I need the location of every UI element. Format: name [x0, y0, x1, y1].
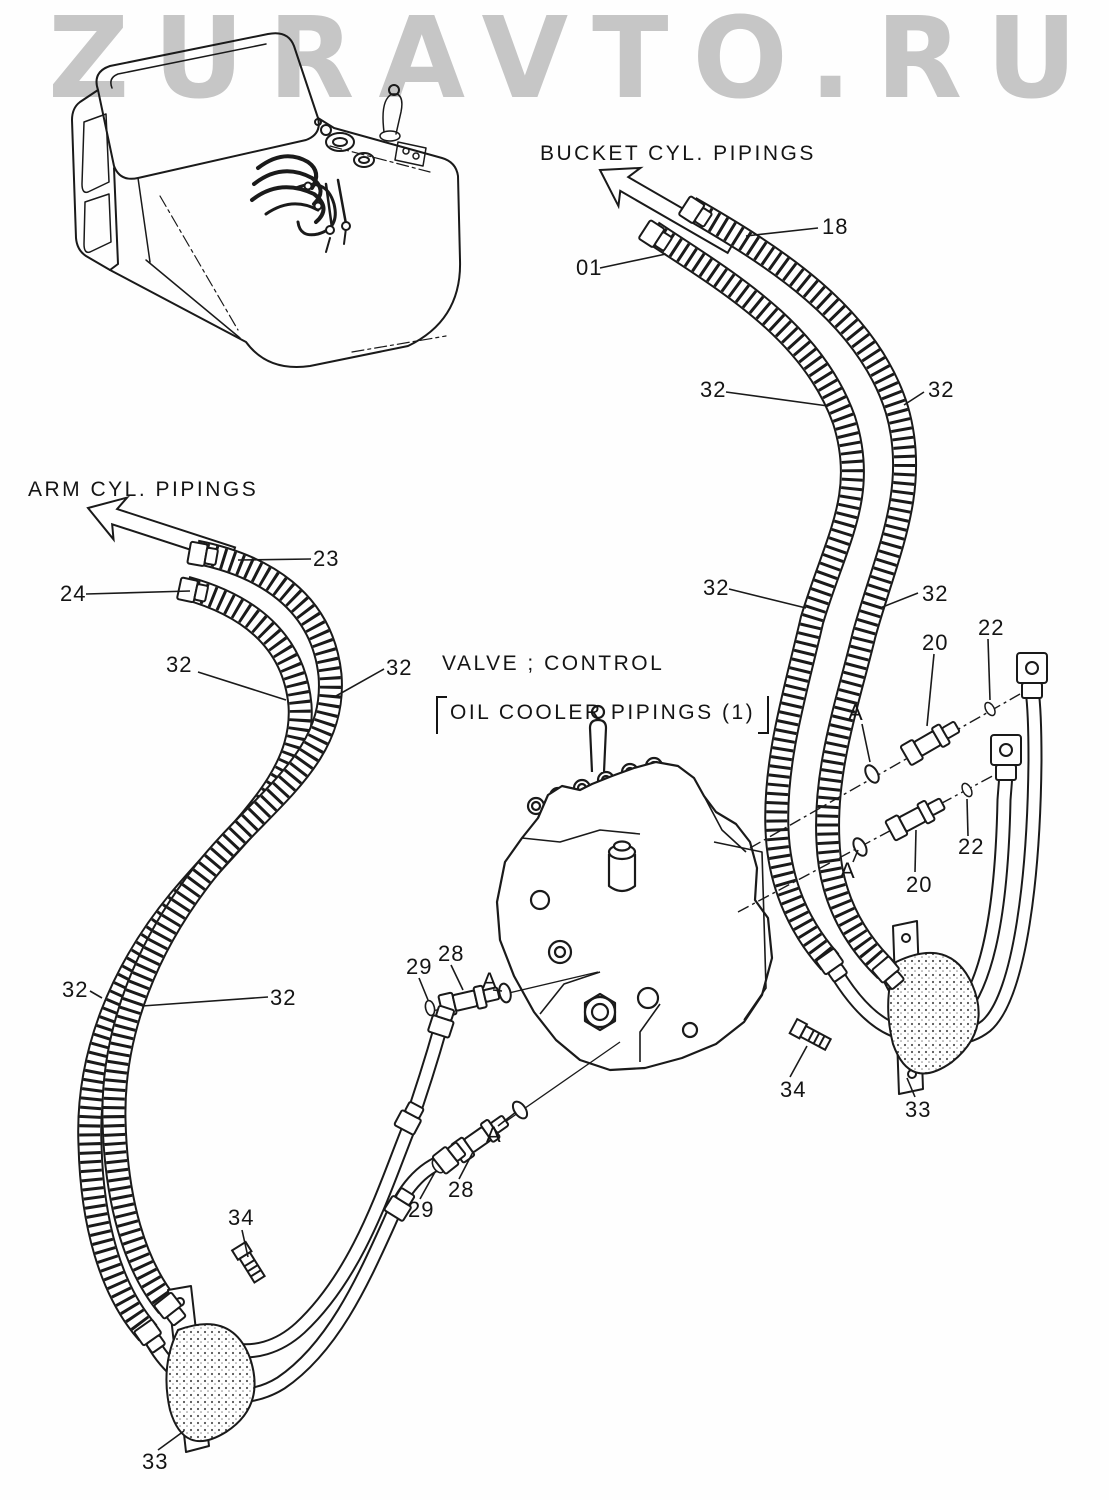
callout-22-2: 22: [958, 834, 985, 859]
callout-32-3: 32: [703, 575, 730, 600]
bucket-pipings-title: BUCKET CYL. PIPINGS: [540, 142, 816, 165]
callout-a-3: A: [482, 968, 498, 993]
callout-a-4: A: [486, 1122, 502, 1147]
arm-pipings-title: ARM CYL. PIPINGS: [28, 478, 259, 501]
callout-01: 01: [576, 255, 603, 280]
callout-a-2: A: [840, 858, 856, 883]
oil-cooler-pipings-title: OIL COOLER PIPINGS (1): [436, 696, 770, 734]
callout-32-7: 32: [62, 977, 89, 1002]
callout-24: 24: [60, 581, 87, 606]
watermark-text: ZURAVTO.RU: [48, 0, 1102, 124]
callout-33-2: 33: [142, 1449, 169, 1474]
hose-clamp-right: [887, 920, 980, 1095]
callout-20-1: 20: [922, 630, 949, 655]
callout-22-1: 22: [978, 615, 1005, 640]
callout-28-1: 28: [438, 941, 465, 966]
callout-32-1: 32: [700, 377, 727, 402]
left-bracket: [436, 696, 447, 734]
callout-34-2: 34: [228, 1205, 255, 1230]
callout-32-5: 32: [166, 652, 193, 677]
control-valve: [495, 704, 774, 1072]
hose-clamp-left: [165, 1285, 256, 1453]
inset-hose-bundle: [250, 154, 351, 253]
valve-control-title: VALVE ; CONTROL: [442, 652, 665, 675]
leader-lines: [85, 227, 991, 1451]
callout-20-2: 20: [906, 872, 933, 897]
callout-23: 23: [313, 546, 340, 571]
callout-18: 18: [822, 214, 849, 239]
bolt-right: [788, 1018, 833, 1053]
callout-34-1: 34: [780, 1077, 807, 1102]
oil-cooler-pipings-label: OIL COOLER PIPINGS (1): [450, 701, 756, 724]
callout-32-6: 32: [386, 655, 413, 680]
callout-28-2: 28: [448, 1177, 475, 1202]
callout-29-1: 29: [406, 954, 433, 979]
excavator-overview-inset: [71, 32, 462, 368]
right-bracket: [758, 696, 770, 734]
callout-a-1: A: [848, 700, 864, 725]
callout-32-8: 32: [270, 985, 297, 1010]
callout-32-4: 32: [922, 581, 949, 606]
callout-32-2: 32: [928, 377, 955, 402]
arm-cyl-hoses: [90, 552, 331, 1333]
callout-29-2: 29: [408, 1197, 435, 1222]
bolt-left: [231, 1240, 268, 1285]
callout-33-1: 33: [905, 1097, 932, 1122]
